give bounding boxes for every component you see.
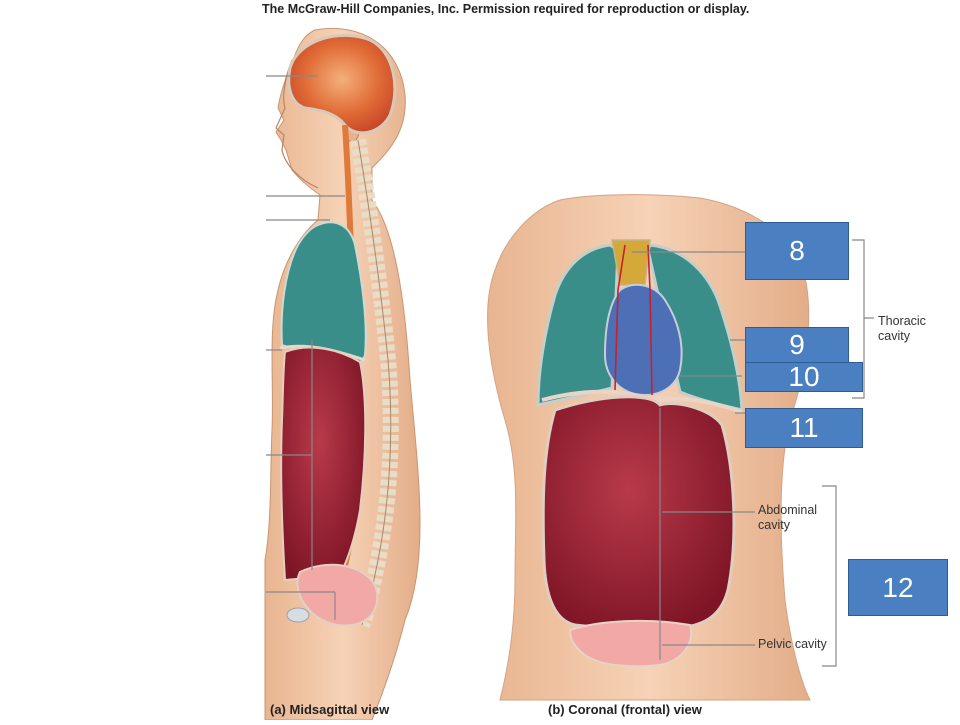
caption-midsagittal: (a) Midsagittal view <box>270 702 390 717</box>
label-pelvic-cavity: Pelvic cavity <box>758 637 827 651</box>
coronal-leader-lines <box>632 251 755 660</box>
pubic-symphysis <box>286 607 310 623</box>
midsagittal-view <box>264 28 421 721</box>
abdominopelvic-bracket <box>822 485 837 667</box>
heart-pericardium <box>603 283 683 396</box>
label-abdominal-cavity: Abdominal cavity <box>758 503 817 533</box>
vessel-right <box>647 244 653 396</box>
label-abdominal-line1: Abdominal <box>758 503 818 517</box>
copyright-notice: The McGraw-Hill Companies, Inc. Permissi… <box>262 2 750 16</box>
answer-box-9[interactable]: 9 <box>745 327 849 363</box>
vessel-left <box>614 244 626 391</box>
caption-coronal: (b) Coronal (frontal) view <box>548 702 702 717</box>
midsagittal-abdominal-cavity <box>280 346 367 582</box>
label-thoracic-line1: Thoracic <box>878 314 926 328</box>
cranial-cavity <box>287 33 397 135</box>
label-thoracic-line2: cavity <box>878 329 910 343</box>
answer-box-11[interactable]: 11 <box>745 408 863 448</box>
coronal-view <box>487 194 874 701</box>
coronal-pelvic-cavity <box>568 619 693 668</box>
answer-box-10[interactable]: 10 <box>745 361 863 392</box>
face-profile <box>275 59 319 189</box>
midsagittal-thoracic-cavity <box>280 221 367 366</box>
label-thoracic-cavity: Thoracic cavity <box>878 314 926 344</box>
coronal-abdominal-cavity <box>541 395 736 631</box>
midsagittal-leader-lines <box>266 75 345 620</box>
left-lung <box>536 243 620 407</box>
answer-box-8[interactable]: 8 <box>745 222 849 280</box>
label-abdominal-line2: cavity <box>758 518 790 532</box>
thoracic-bracket <box>852 239 874 399</box>
answer-box-12[interactable]: 12 <box>848 559 948 616</box>
